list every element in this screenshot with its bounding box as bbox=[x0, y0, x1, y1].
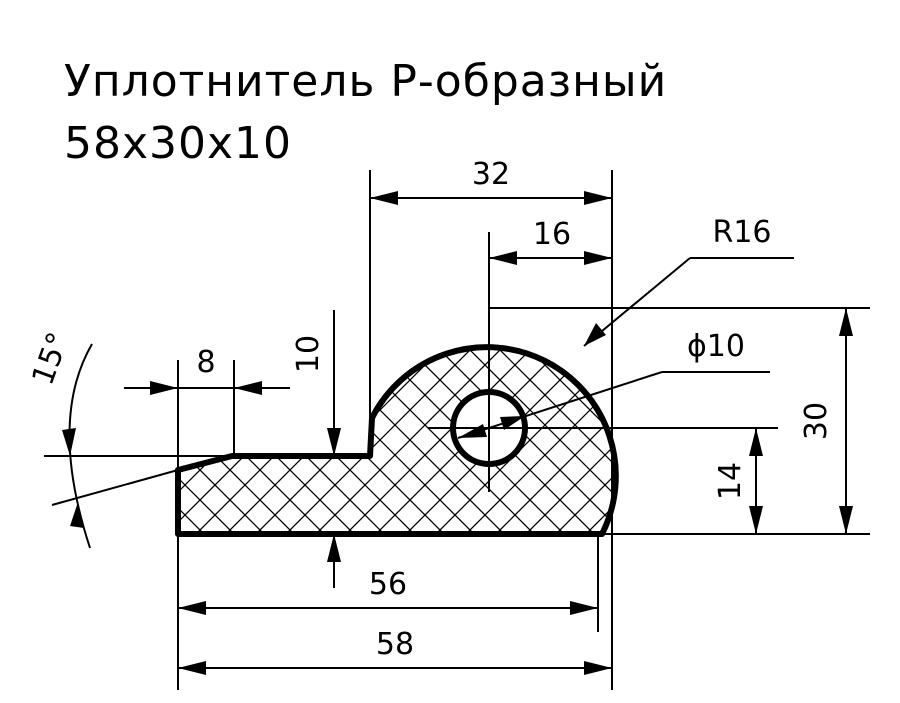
hatch-line bbox=[359, 347, 616, 534]
dimension-10-label: 10 bbox=[291, 335, 326, 373]
hatch-line bbox=[0, 300, 10, 700]
dimension-30-label: 30 bbox=[799, 402, 834, 440]
hatch-line bbox=[750, 300, 900, 700]
hatch-line bbox=[178, 347, 191, 534]
seal-profile-outline bbox=[175, 344, 619, 537]
hatch-line bbox=[840, 300, 900, 700]
hatch-line bbox=[178, 347, 401, 534]
hatch-line bbox=[178, 347, 431, 534]
dimension-8-label: 8 bbox=[196, 345, 215, 380]
dimension-r16-label: R16 bbox=[712, 215, 771, 250]
hatch-line bbox=[479, 347, 616, 534]
dimension-58-label: 58 bbox=[376, 627, 414, 662]
hatch-line bbox=[269, 347, 616, 534]
hatch-line bbox=[780, 300, 900, 700]
hatch-line bbox=[178, 347, 491, 534]
dimension-32-label: 32 bbox=[472, 157, 510, 192]
dimension-r16: R16 bbox=[583, 215, 794, 347]
hatch-line bbox=[630, 300, 900, 700]
hatch-line bbox=[419, 347, 616, 534]
hatch-line bbox=[870, 300, 900, 700]
hatch-line bbox=[630, 300, 900, 700]
extension-lines bbox=[44, 170, 870, 690]
dimension-14: 14 bbox=[713, 428, 763, 534]
hatch-line bbox=[389, 347, 616, 534]
hatch-line bbox=[750, 300, 900, 700]
hatch-line bbox=[810, 300, 900, 700]
dimension-14-label: 14 bbox=[713, 462, 748, 500]
dimension-56-label: 56 bbox=[369, 567, 407, 602]
hatch-line bbox=[870, 300, 900, 700]
dimension-8: 8 bbox=[124, 345, 290, 395]
hatch-line bbox=[178, 347, 191, 534]
hatch-line bbox=[599, 347, 616, 534]
dimension-angle-15-label: 15° bbox=[26, 328, 77, 390]
hatch-line bbox=[780, 300, 900, 700]
hatch-line bbox=[0, 300, 10, 700]
hatch-line bbox=[0, 300, 160, 700]
hatch-line bbox=[178, 347, 461, 534]
hatch-line bbox=[449, 347, 616, 534]
dimension-angle-15: 15° bbox=[26, 328, 93, 549]
hatch-line bbox=[840, 300, 900, 700]
dimension-32: 32 bbox=[370, 157, 612, 205]
hatch-line bbox=[599, 347, 616, 534]
dimension-phi10: ϕ10 bbox=[457, 329, 770, 439]
hatch-line bbox=[0, 300, 160, 700]
dimension-56: 56 bbox=[178, 567, 598, 615]
drawing-title: Уплотнитель Р-образный bbox=[64, 56, 668, 107]
hatch-line bbox=[299, 347, 616, 534]
dimension-10: 10 bbox=[291, 310, 341, 588]
dimension-30: 30 bbox=[799, 308, 853, 534]
dimension-58: 58 bbox=[178, 627, 612, 675]
dimension-16: 16 bbox=[489, 217, 612, 265]
hatch-line bbox=[810, 300, 900, 700]
dimension-16-label: 16 bbox=[533, 217, 571, 252]
cross-hatching bbox=[0, 300, 900, 700]
drawing-size: 58x30x10 bbox=[64, 118, 293, 169]
dimension-phi10-label: ϕ10 bbox=[687, 329, 745, 364]
